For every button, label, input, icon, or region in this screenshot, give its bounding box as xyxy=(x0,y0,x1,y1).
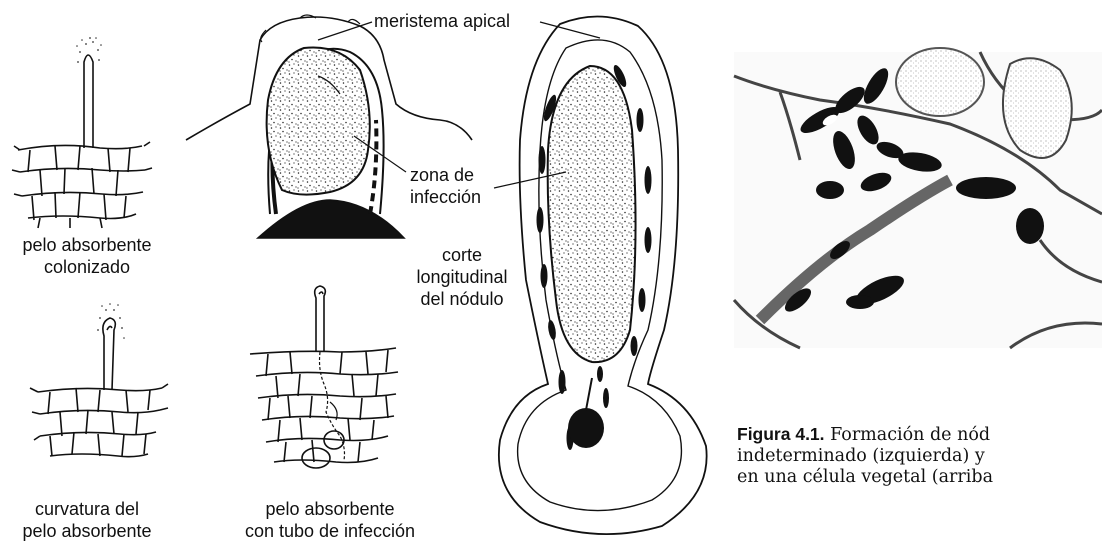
label-corte-longitudinal: corte longitudinal del nódulo xyxy=(412,244,512,310)
indeterminate-nodule xyxy=(499,16,707,534)
caption-line-2: indeterminado (izquierda) y xyxy=(737,446,1097,467)
caption-line-3: en una célula vegetal (arriba xyxy=(737,467,1097,488)
label-zona-infeccion: zona de infección xyxy=(410,164,481,208)
infection-thread-root-hair xyxy=(250,286,398,468)
colonized-root-hair xyxy=(12,37,152,228)
caption-line-1: Formación de nód xyxy=(825,425,991,445)
label-curvatura: curvatura del pelo absorbente xyxy=(12,498,162,542)
curling-root-hair xyxy=(30,303,168,456)
figure-caption: Figura 4.1. Formación de nód indetermina… xyxy=(737,424,1097,488)
label-pelo-colonizado: pelo absorbente colonizado xyxy=(0,234,174,278)
caption-figure-number: Figura 4.1. xyxy=(737,424,825,444)
label-pelo-tubo: pelo absorbente con tubo de infección xyxy=(230,498,430,542)
label-meristema-apical: meristema apical xyxy=(374,10,510,32)
plant-cell-micrograph xyxy=(734,48,1102,348)
